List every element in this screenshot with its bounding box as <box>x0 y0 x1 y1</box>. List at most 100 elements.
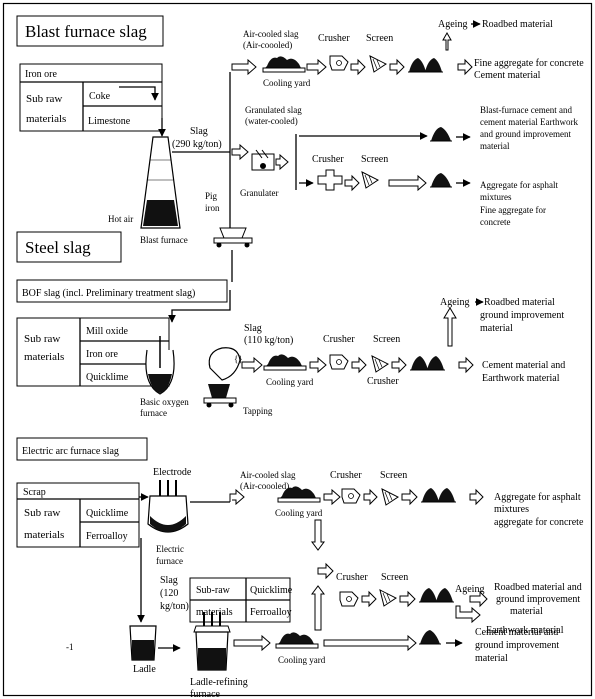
torpedo-car-icon <box>213 227 253 248</box>
eaf-title-box <box>16 437 148 461</box>
eaf-lrf-1: Ladle-refining <box>190 677 248 688</box>
bf-crusher-label: Crusher <box>318 33 350 44</box>
bf-coke: Coke <box>89 91 111 102</box>
eaf-roadbed-1: Roadbed material and <box>494 582 582 593</box>
bf-iron-ore: Iron ore <box>25 69 57 80</box>
bof-cement-2: Earthwork material <box>482 373 560 384</box>
eaf-crusher-label: Crusher <box>330 470 362 481</box>
bof-ageing-up-arrow <box>443 307 457 347</box>
bf-bfcement-1: Blast-furnace cement and <box>480 105 572 115</box>
bf-iron: iron <box>205 203 220 213</box>
bof-feed-arrow <box>168 290 231 323</box>
bf-arrow-to-aircooled <box>231 58 257 76</box>
bf-arrow-4 <box>457 58 473 76</box>
bf-ageing-piles <box>407 57 444 73</box>
bf-ageing-up-arrow <box>442 31 452 51</box>
bf-asphalt-1: Aggregate for asphalt <box>480 180 558 190</box>
bf-slag-rate: (290 kg/ton) <box>172 139 222 150</box>
bof-roadbed-1: Roadbed material <box>484 297 555 308</box>
eaf-cooling-yard2: Cooling yard <box>278 655 326 665</box>
eaf-mid-arrow-1 <box>361 590 377 608</box>
eaf-aircooled-2: (Air-coooled) <box>240 481 289 491</box>
eaf-sub2-2: materials <box>196 607 233 618</box>
bof-crusher-icon <box>329 354 349 370</box>
bof-cooling-yard-icon <box>263 353 307 371</box>
bf-fine-aggregate: Fine aggregate for concrete <box>474 58 584 69</box>
bf-roadbed: Roadbed material <box>482 19 553 30</box>
eaf-earthwork-arrow <box>455 605 481 624</box>
bf-cement-material: Cement material <box>474 70 541 81</box>
eaf-sub-raw: Sub raw <box>24 507 60 519</box>
eaf-lrf-arrow <box>233 634 271 652</box>
granulater-icon <box>251 149 275 171</box>
bf-arrow-1 <box>306 58 327 76</box>
bf-bfcement-2: cement material Earthwork <box>480 117 578 127</box>
steel-slag-title: Steel slag <box>25 238 91 257</box>
bof-arrow-3 <box>391 356 407 374</box>
eaf-title: Electric arc furnace slag <box>22 446 119 457</box>
bof-arrow-2 <box>351 356 367 374</box>
bof-ageing: Ageing <box>440 297 469 308</box>
blast-furnace-slag-title: Blast furnace slag <box>25 22 147 41</box>
bf-raw-materials-table <box>19 63 163 132</box>
electric-furnace-icon <box>147 480 189 533</box>
bf-granulated-label: Granulated slag <box>245 105 302 115</box>
bf-arrow-5 <box>344 174 360 192</box>
bof-roadbed-2: ground improvement <box>480 310 564 321</box>
eaf-arrow-3 <box>401 488 418 506</box>
bof-ageing-piles <box>409 355 446 371</box>
eaf-sub2-1: Sub-raw <box>196 585 231 596</box>
blast-furnace-icon <box>140 136 181 229</box>
eaf-aircooled-1: Air-cooled slag <box>240 470 296 480</box>
eaf-mid-arrow-2 <box>399 590 416 608</box>
steel-slag-title-box <box>16 231 122 263</box>
bf-pig: Pig <box>205 191 218 201</box>
eaf-screen2-icon <box>379 589 397 607</box>
bof-slag-label: Slag <box>244 323 262 334</box>
eaf-raw-materials-table <box>16 482 140 548</box>
eaf-cooling-yard: Cooling yard <box>275 508 323 518</box>
bof-arrow-0 <box>241 356 263 374</box>
eaf-slag-2: (120 <box>160 588 178 599</box>
bof-furnace-icon <box>145 336 175 395</box>
eaf-screen-label: Screen <box>380 470 407 481</box>
ladle-icon <box>129 625 157 661</box>
eaf-ferroalloy2: Ferroalloy <box>250 607 292 618</box>
bof-sub-raw: Sub raw <box>24 333 60 345</box>
eaf-cement-3: material <box>475 653 508 664</box>
bof-arrow-1 <box>309 356 327 374</box>
eaf-scrap: Scrap <box>23 487 46 498</box>
eaf-lrf-2: furnace <box>190 689 221 699</box>
ladle-refining-furnace-icon <box>193 612 231 671</box>
bof-mill-oxide: Mill oxide <box>86 326 129 337</box>
bof-slag-rate: (110 kg/ton) <box>244 335 293 346</box>
bf-arrow-6 <box>388 174 427 192</box>
bf-fine2-2: concrete <box>480 217 510 227</box>
bof-roadbed-3: material <box>480 323 513 334</box>
bof-materials: materials <box>24 351 64 363</box>
bf-granulated-arrow <box>275 153 289 171</box>
eaf-mid-arrow-0 <box>317 562 334 580</box>
bof-title-box <box>16 279 228 303</box>
eaf-up-arrow <box>311 585 325 631</box>
bf-bfcement-3: and ground improvement <box>480 129 571 139</box>
bf-arrow-3 <box>389 58 405 76</box>
bf-aggregate-pile <box>429 172 453 188</box>
eaf-bottom-pile <box>418 629 442 645</box>
eaf-asphalt-1: Aggregate for asphalt <box>494 492 581 503</box>
bof-cooling-yard: Cooling yard <box>266 377 314 387</box>
eaf-footnote: -1 <box>66 642 74 652</box>
bof-furnace-2: furnace <box>140 408 167 418</box>
bf-feed-arrow-1 <box>119 86 159 101</box>
bf-fine2-1: Fine aggregate for <box>480 205 546 215</box>
bf-screen-label: Screen <box>366 33 393 44</box>
bf-cement-pile <box>429 126 453 142</box>
eaf-down-arrow <box>311 519 325 551</box>
bof-arrow-4 <box>458 356 474 374</box>
bf-crusher2-icon <box>317 169 343 191</box>
bof-crusher-label: Crusher <box>323 334 355 345</box>
bof-screen-label: Screen <box>373 334 400 345</box>
